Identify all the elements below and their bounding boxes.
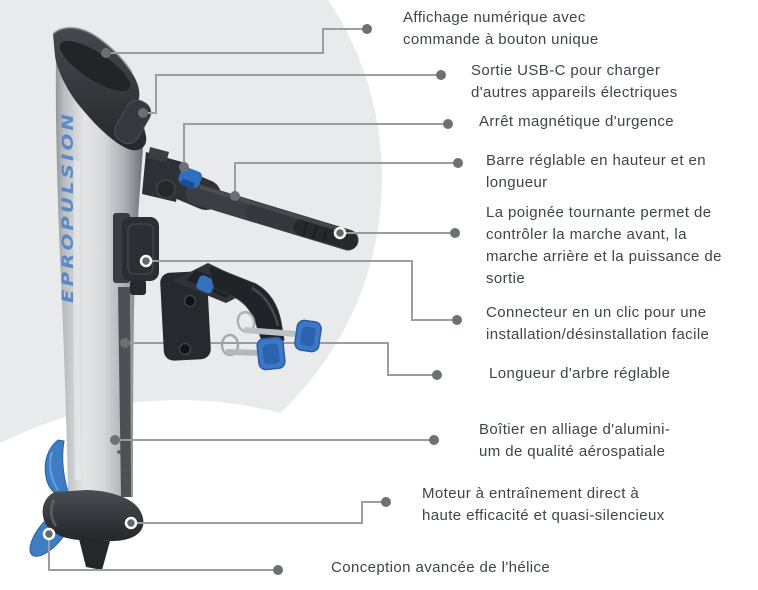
callout-line-motor — [131, 501, 386, 524]
callout-line-usb — [143, 74, 441, 114]
transom-clamp — [160, 263, 322, 371]
skeg-fin — [79, 539, 110, 570]
magnetic-kill-switch — [178, 167, 203, 189]
brand-text: EPROPULSION — [58, 111, 77, 303]
callout-line-propeller — [48, 534, 278, 571]
callout-label-throttle: La poignée tournante permet de contrôler… — [486, 204, 722, 287]
display-top-face — [59, 40, 131, 92]
callout-dots — [42, 24, 463, 575]
callout-line-connector — [146, 260, 457, 321]
callout-line-kill-switch — [183, 123, 448, 167]
callout-line-display — [106, 28, 367, 54]
motor-body — [55, 58, 143, 497]
tiller-arm — [142, 147, 359, 251]
clamp-knob — [294, 319, 322, 353]
callout-label-motor: Moteur à entraînement direct à haute eff… — [422, 485, 665, 524]
callout-label-usb: Sortie USB-C pour charger d'autres appar… — [471, 62, 678, 101]
callout-label-tiller-bar: Barre réglable en hauteur et en longueur — [486, 152, 707, 191]
callout-label-propeller: Conception avancée de l'hélice — [331, 559, 551, 576]
motor-pod — [42, 490, 144, 570]
clamp-knob — [256, 336, 286, 371]
callout-label-shaft: Longueur d'arbre réglable — [489, 365, 671, 382]
callout-lines — [48, 28, 458, 571]
callout-line-tiller-bar — [234, 162, 458, 196]
callout-line-shaft — [125, 342, 437, 376]
clamp-blue-latch — [196, 275, 216, 294]
callout-label-connector: Connecteur en un clic pour une installat… — [486, 304, 710, 343]
callout-label-display: Affichage numérique avec commande à bout… — [403, 9, 599, 48]
callout-label-kill-switch: Arrêt magnétique d'urgence — [479, 113, 675, 130]
callout-label-housing: Boîtier en alliage d'alumini- um de qual… — [479, 421, 671, 460]
